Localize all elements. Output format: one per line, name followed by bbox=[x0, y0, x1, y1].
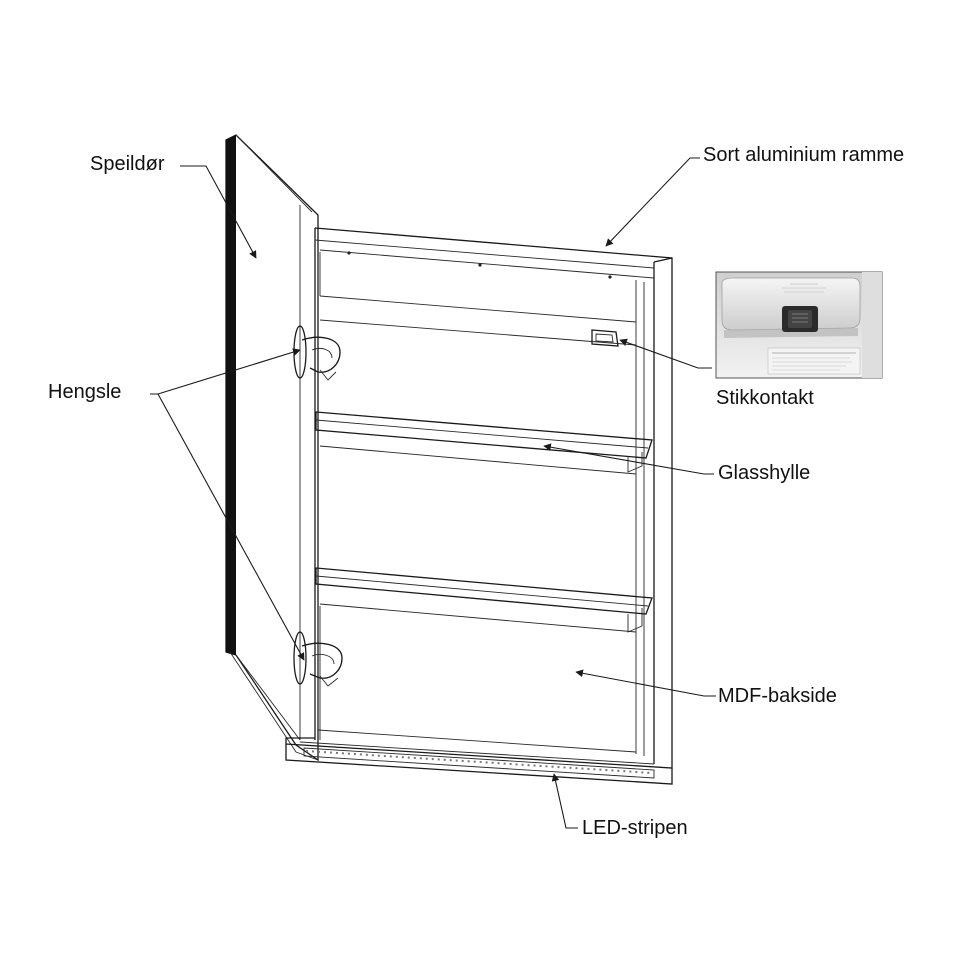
leader-hinge-upper bbox=[150, 348, 301, 395]
leader-socket bbox=[619, 338, 712, 369]
socket-closeup-inset bbox=[715, 271, 883, 379]
glass-shelf-lower bbox=[315, 567, 653, 633]
mirror-door bbox=[225, 134, 319, 762]
leader-glass-shelf bbox=[543, 443, 714, 475]
label-socket: Stikkontakt bbox=[716, 387, 814, 409]
cabinet-frame bbox=[285, 227, 673, 785]
leader-lines bbox=[150, 157, 716, 829]
socket-icon bbox=[591, 329, 619, 347]
leader-hinge-lower bbox=[157, 393, 305, 661]
hinge-lower bbox=[293, 631, 343, 687]
glass-shelf-upper bbox=[315, 411, 653, 475]
leader-led-strip bbox=[551, 773, 578, 829]
leader-mirror-door bbox=[180, 165, 257, 259]
label-led-strip: LED-stripen bbox=[582, 817, 688, 839]
hinge-upper bbox=[293, 325, 341, 381]
leader-back-panel bbox=[575, 669, 716, 697]
label-hinge: Hengsle bbox=[48, 381, 121, 403]
label-frame: Sort aluminium ramme bbox=[703, 144, 904, 166]
leader-frame bbox=[605, 157, 700, 247]
label-mirror-door: Speildør bbox=[90, 153, 165, 175]
label-glass-shelf: Glasshylle bbox=[718, 462, 810, 484]
led-strip bbox=[303, 747, 655, 779]
label-back-panel: MDF-bakside bbox=[718, 685, 837, 707]
